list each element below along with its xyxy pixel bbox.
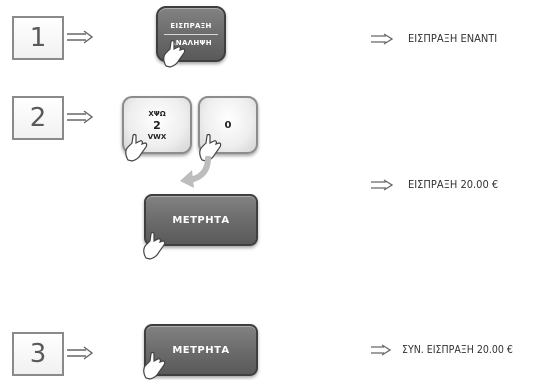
key-0-main-label: 0 bbox=[224, 119, 232, 131]
step-3-label: 3 bbox=[29, 339, 47, 369]
cash-key-step3[interactable]: ΜΕΤΡΗΤΑ bbox=[144, 324, 258, 376]
step-3-result: ΣΥΝ. ΕΙΣΠΡΑΞΗ 20.00 € bbox=[370, 344, 513, 356]
step-1-number: 1 bbox=[12, 16, 64, 60]
step-1-result: ΕΙΣΠΡΑΞΗ ΕΝΑΝΤΙ bbox=[370, 32, 497, 45]
cash-key-step3-label: ΜΕΤΡΗΤΑ bbox=[172, 344, 230, 356]
curved-arrow-icon bbox=[180, 156, 211, 188]
step-1-result-text: ΕΙΣΠΡΑΞΗ ΕΝΑΝΤΙ bbox=[408, 32, 498, 45]
step-2-number: 2 bbox=[12, 96, 64, 140]
step-2-arrow-icon bbox=[67, 110, 94, 124]
step-1-label: 1 bbox=[29, 23, 47, 53]
key-2-top-label: ΧΨΩ bbox=[148, 109, 166, 118]
key-2-main-label: 2 bbox=[153, 118, 161, 132]
cash-key-step2[interactable]: ΜΕΤΡΗΤΑ bbox=[144, 194, 258, 246]
key-2[interactable]: ΧΨΩ 2 VWX bbox=[122, 96, 192, 154]
key-2-bottom-label: VWX bbox=[147, 132, 167, 141]
collection-key-divider bbox=[164, 33, 218, 35]
step-2-result-text: ΕΙΣΠΡΑΞΗ 20.00 € bbox=[408, 178, 499, 191]
step-3-number: 3 bbox=[12, 332, 64, 376]
collection-key[interactable]: ΕΙΣΠΡΑΞΗ ΑΝΑΛΗΨΗ bbox=[156, 6, 226, 62]
collection-key-top-label: ΕΙΣΠΡΑΞΗ bbox=[170, 21, 212, 30]
step-3-result-text: ΣΥΝ. ΕΙΣΠΡΑΞΗ 20.00 € bbox=[402, 344, 513, 356]
result-1-arrow-icon bbox=[371, 32, 394, 45]
step-2-label: 2 bbox=[29, 103, 47, 133]
cash-key-step2-label: ΜΕΤΡΗΤΑ bbox=[172, 214, 230, 226]
step-2-result: ΕΙΣΠΡΑΞΗ 20.00 € bbox=[370, 178, 498, 191]
result-2-arrow-icon bbox=[371, 178, 394, 191]
step-3-arrow-icon bbox=[67, 346, 94, 360]
key-0[interactable]: 0 bbox=[198, 96, 258, 154]
collection-key-bottom-label: ΑΝΑΛΗΨΗ bbox=[170, 38, 212, 47]
result-3-arrow-icon bbox=[371, 344, 392, 356]
step-1-arrow-icon bbox=[67, 30, 94, 44]
